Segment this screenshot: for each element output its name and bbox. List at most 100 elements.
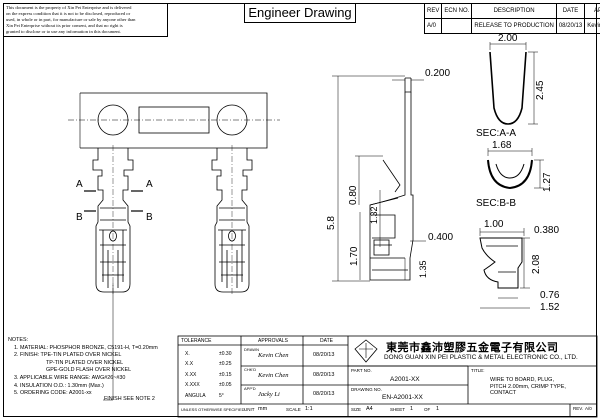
- note-line: GPE-GOLD FLASH OVER NICKEL: [46, 367, 132, 374]
- approval-signature: Kevin Chen: [258, 352, 289, 359]
- dim-label: 5.8: [326, 216, 337, 230]
- logo-mark: [354, 339, 378, 363]
- dim-label: 1.35: [418, 260, 428, 278]
- part-no-label: PART NO.: [351, 368, 372, 373]
- note-line: 1. MATERIAL: PHOSPHOR BRONZE, C5191-H, T…: [14, 344, 158, 351]
- section-bb: [487, 148, 544, 190]
- tol-key: X.: [185, 351, 190, 357]
- tol-key: X.XX: [185, 371, 197, 378]
- rev-value: A/0: [585, 406, 592, 411]
- disclaimer-line: on the express condition that it is not …: [6, 11, 131, 16]
- scale-value: 1:1: [305, 406, 313, 412]
- rev-cell: 08/20/13: [555, 18, 586, 34]
- tol-val: ±0.30: [219, 351, 232, 357]
- dim-label: 1.27: [542, 172, 553, 192]
- dim-label: 0.80: [348, 185, 359, 205]
- note-line: TP-TIN PLATED OVER NICKEL: [46, 359, 124, 366]
- disclaimer-box: This document is the property of Xin Pei…: [3, 3, 168, 37]
- company-name-en: DONG GUAN XIN PEI PLASTIC & METAL ELECTR…: [384, 354, 578, 361]
- dim-label: 2.45: [535, 80, 546, 100]
- tol-val: 5°: [219, 392, 224, 399]
- approval-date: 08/20/13: [313, 391, 335, 397]
- tol-val: ±0.05: [219, 382, 232, 389]
- rev-cell: Kevin Chen: [584, 18, 600, 34]
- size-label: SIZE: [351, 407, 362, 412]
- section-marker: B: [76, 212, 83, 223]
- tol-val: ±0.25: [219, 361, 232, 368]
- disclaimer-line: This document is the property of Xin Pei…: [6, 5, 132, 10]
- tol-key: ANGULA: [185, 392, 206, 399]
- section-marker: A: [76, 179, 83, 190]
- note-line: 5. ORDERING CODE: A2001-xx: [14, 390, 92, 397]
- approval-role: CHK'D: [244, 367, 257, 372]
- dim-label: 2.00: [498, 33, 518, 44]
- approvals-header: APPROVALS: [258, 338, 288, 344]
- scale-label: SCALE: [286, 407, 301, 412]
- section-marker: B: [146, 212, 153, 223]
- disclaimer-line: Xin Pei Enterprise without its prior con…: [6, 23, 123, 28]
- rev-label: REV.: [573, 406, 584, 411]
- size-value: A4: [366, 406, 373, 412]
- title-label: TITLE:: [471, 368, 485, 373]
- side-view: [332, 75, 426, 282]
- section-aa: [489, 42, 538, 125]
- front-detail: [479, 228, 530, 309]
- sheet-label: SHEET: [390, 407, 406, 412]
- tol-val: ±0.15: [219, 371, 232, 378]
- unit-label: UNIT: [244, 407, 255, 412]
- approval-role: DRAWN: [244, 347, 259, 352]
- title-line: CONTACT: [490, 390, 517, 396]
- dim-label: 1.70: [349, 246, 360, 266]
- finish-callout: FINISH SEE NOTE 2: [104, 396, 155, 402]
- section-label: SEC:A-A: [476, 128, 517, 139]
- of-value: 1: [436, 406, 440, 412]
- dim-label: 1.52: [540, 302, 560, 313]
- dim-label: 0.200: [425, 68, 451, 79]
- title-block: [177, 335, 598, 418]
- pilot-hole: [97, 104, 129, 136]
- revision-table: REV ECN NO. DESCRIPTION DATE APP'D A/0 R…: [423, 3, 600, 34]
- tol-key: X.XXX: [185, 382, 200, 389]
- drawing-no: EN-A2001-XX: [382, 394, 423, 401]
- dim-label: 1.00: [484, 219, 504, 230]
- approval-signature: Kevin Chen: [258, 372, 289, 379]
- title-line: WIRE TO BOARD, PLUG,: [490, 377, 554, 383]
- dim-label: 0.380: [534, 225, 560, 236]
- company-name-cn: 東莞市鑫沛塑膠五金電子有限公司: [386, 342, 559, 354]
- approval-role: APP'D: [244, 386, 256, 391]
- date-header: DATE: [320, 338, 333, 344]
- tolerance-rows: X. ±0.30 X.X ±0.25 X.XX ±0.15 X.XXX ±0.05 AN…: [185, 349, 231, 401]
- title-text: WIRE TO BOARD, PLUG, PITCH 2.00mm, CRIMP…: [490, 377, 566, 397]
- unit-value: mm: [258, 406, 268, 412]
- tolerance-footer: UNLESS OTHERWISE SPECIFIED: [181, 407, 245, 412]
- part-no: A2001-XX: [390, 376, 420, 383]
- notes-title: NOTES:: [8, 337, 29, 343]
- tol-key: X.X: [185, 361, 194, 368]
- approval-date: 08/20/13: [313, 372, 335, 378]
- page-title: Engineer Drawing: [244, 3, 356, 23]
- title-line: PITCH 2.00mm, CRIMP TYPE,: [490, 383, 566, 390]
- carrier-strip: [80, 92, 268, 149]
- sheet-value: 1: [410, 406, 414, 412]
- section-marker: A: [146, 179, 153, 190]
- dim-label: 2.08: [531, 254, 542, 274]
- dim-label: 1.68: [492, 140, 512, 151]
- disclaimer-line: used, in whole or in part, for manufactu…: [6, 17, 136, 22]
- dim-label: 0.76: [540, 290, 560, 301]
- front-view: [68, 92, 280, 296]
- approval-date: 08/20/13: [313, 352, 335, 358]
- note-line: 3. APPLICABLE WIRE RANGE: AWG#26~#30: [14, 374, 126, 381]
- note-line: 4. INSULATION O.D.: 1.30mm (Max.): [14, 382, 104, 389]
- dim-label: 0.400: [428, 232, 454, 243]
- dim-label: 1.32: [369, 206, 379, 224]
- of-label: OF: [424, 407, 431, 412]
- note-line: 2. FINISH: TPE-TIN PLATED OVER NICKEL: [14, 352, 122, 359]
- section-label: SEC:B-B: [476, 198, 517, 209]
- pilot-hole: [216, 104, 248, 136]
- drawing-no-label: DRAWING NO.: [351, 387, 382, 392]
- disclaimer-line: granted to disclose or to use any inform…: [6, 29, 121, 34]
- company-logo: [352, 338, 380, 364]
- notes-block: NOTES: 1. MATERIAL: PHOSPHOR BRONZE, C51…: [8, 337, 158, 398]
- tolerance-header: TOLERANCE: [181, 338, 212, 344]
